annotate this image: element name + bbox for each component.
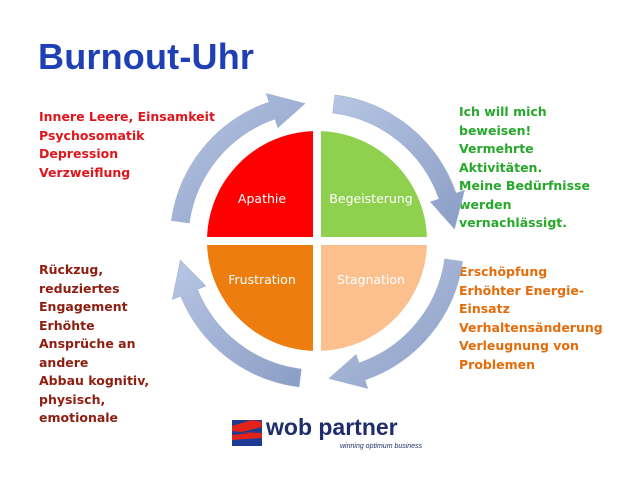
quadrant-label-stagnation: Stagnation — [337, 272, 405, 287]
wob-partner-logo: wob partner winning optimum business — [230, 412, 430, 452]
logo-slogan: winning optimum business — [340, 443, 423, 450]
note-line: Verleugnung von — [459, 338, 579, 353]
note-line: Vermehrte — [459, 141, 534, 156]
cycle-arrow-segment — [171, 93, 306, 224]
note-line: Verhaltensänderung — [459, 319, 603, 335]
note-line: Erhöhter Energie- — [459, 282, 585, 298]
note-line: Erschöpfung — [459, 264, 548, 279]
note-line: emotionale — [39, 410, 119, 425]
note-top-left: Innere Leere, Einsamkeit Psychosomatik D… — [39, 108, 215, 182]
quadrant-begeisterung — [321, 131, 427, 237]
quadrant-frustration — [207, 245, 313, 351]
note-line: Psychosomatik — [39, 127, 145, 143]
note-bottom-right: Erschöpfung Erhöhter Energie- Einsatz Ve… — [459, 263, 603, 374]
page-title: Burnout-Uhr — [38, 36, 255, 77]
cycle-arrows — [171, 93, 465, 389]
quadrant-label-frustration: Frustration — [228, 272, 296, 287]
note-line: Aktivitäten. — [459, 159, 543, 175]
cycle-arrow-segment — [328, 258, 463, 389]
quadrant-label-begeisterung: Begeisterung — [329, 191, 412, 206]
note-line: vernachlässigt. — [459, 215, 567, 230]
note-line: Depression — [39, 146, 119, 161]
note-line: Innere Leere, Einsamkeit — [39, 109, 215, 124]
cycle-arrow-segment — [332, 94, 465, 230]
note-top-right: Ich will mich beweisen! Vermehrte Aktivi… — [459, 103, 590, 233]
note-line: beweisen! — [459, 122, 532, 138]
quadrant-stagnation — [321, 245, 427, 351]
note-line: Ansprüche an — [39, 336, 136, 351]
note-line: andere — [39, 354, 89, 370]
note-line: Einsatz — [459, 301, 510, 316]
wob-logo-icon — [232, 420, 262, 446]
note-bottom-left: Rückzug, reduziertes Engagement Erhöhte … — [39, 261, 149, 428]
note-line: Erhöhte — [39, 317, 95, 333]
note-line: werden — [459, 196, 512, 212]
note-line: physisch, — [39, 391, 106, 407]
logo-name: wob partner — [266, 414, 398, 440]
quadrant-apathie — [207, 131, 313, 237]
note-line: Ich will mich — [459, 104, 547, 119]
note-line: Abbau kognitiv, — [39, 373, 150, 388]
note-line: Engagement — [39, 299, 128, 314]
note-line: Problemen — [459, 356, 536, 372]
cycle-arrow-segment — [171, 259, 302, 388]
note-line: reduziertes — [39, 280, 120, 296]
note-line: Rückzug, — [39, 262, 104, 277]
note-line: Verzweiflung — [39, 164, 131, 180]
quadrant-label-apathie: Apathie — [238, 191, 286, 206]
note-line: Meine Bedürfnisse — [459, 178, 590, 193]
